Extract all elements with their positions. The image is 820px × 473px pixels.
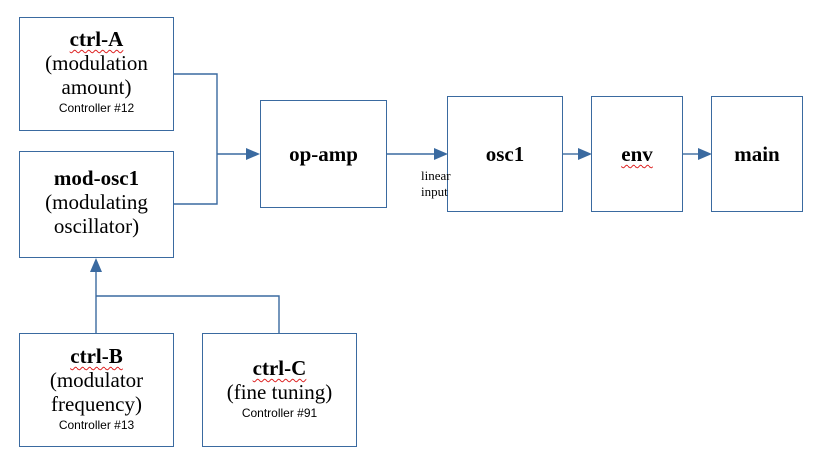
- arrowhead-mod-osc1: [90, 258, 102, 272]
- block-description-line: (modulation: [45, 51, 148, 75]
- block-env: env: [591, 96, 683, 212]
- block-ctrl-b: ctrl-B (modulator frequency) Controller …: [19, 333, 174, 447]
- block-main: main: [711, 96, 803, 212]
- block-osc1: osc1: [447, 96, 563, 212]
- connector-ctrl-c: [96, 295, 280, 333]
- block-title: main: [734, 142, 780, 166]
- block-title: ctrl-A: [69, 27, 124, 51]
- connector-ctrl-a: [173, 73, 218, 154]
- block-title: op-amp: [289, 142, 358, 166]
- connector-mod-osc1: [173, 154, 218, 205]
- arrowhead-osc1: [434, 148, 448, 160]
- block-title: mod-osc1: [53, 166, 140, 190]
- arrowhead-op-amp: [246, 148, 260, 160]
- block-ctrl-a: ctrl-A (modulation amount) Controller #1…: [19, 17, 174, 131]
- controller-label: Controller #91: [241, 406, 318, 420]
- block-title: ctrl-B: [70, 344, 123, 368]
- block-title: env: [621, 142, 653, 166]
- arrowhead-env: [578, 148, 592, 160]
- block-title: osc1: [485, 142, 525, 166]
- block-mod-osc1: mod-osc1 (modulating oscillator): [19, 151, 174, 258]
- block-ctrl-c: ctrl-C (fine tuning) Controller #91: [202, 333, 357, 447]
- block-description-line: oscillator): [53, 214, 140, 238]
- linear-input-label: linear input: [421, 168, 451, 199]
- block-title: ctrl-C: [252, 356, 307, 380]
- block-description-line: frequency): [51, 392, 142, 416]
- block-description-line: (modulator: [49, 368, 144, 392]
- block-description-line: (fine tuning): [226, 380, 333, 404]
- block-description-line: (modulating: [45, 190, 148, 214]
- block-op-amp: op-amp: [260, 100, 387, 208]
- block-description-line: amount): [61, 75, 132, 99]
- controller-label: Controller #13: [58, 418, 135, 432]
- arrowhead-main: [698, 148, 712, 160]
- controller-label: Controller #12: [58, 101, 135, 115]
